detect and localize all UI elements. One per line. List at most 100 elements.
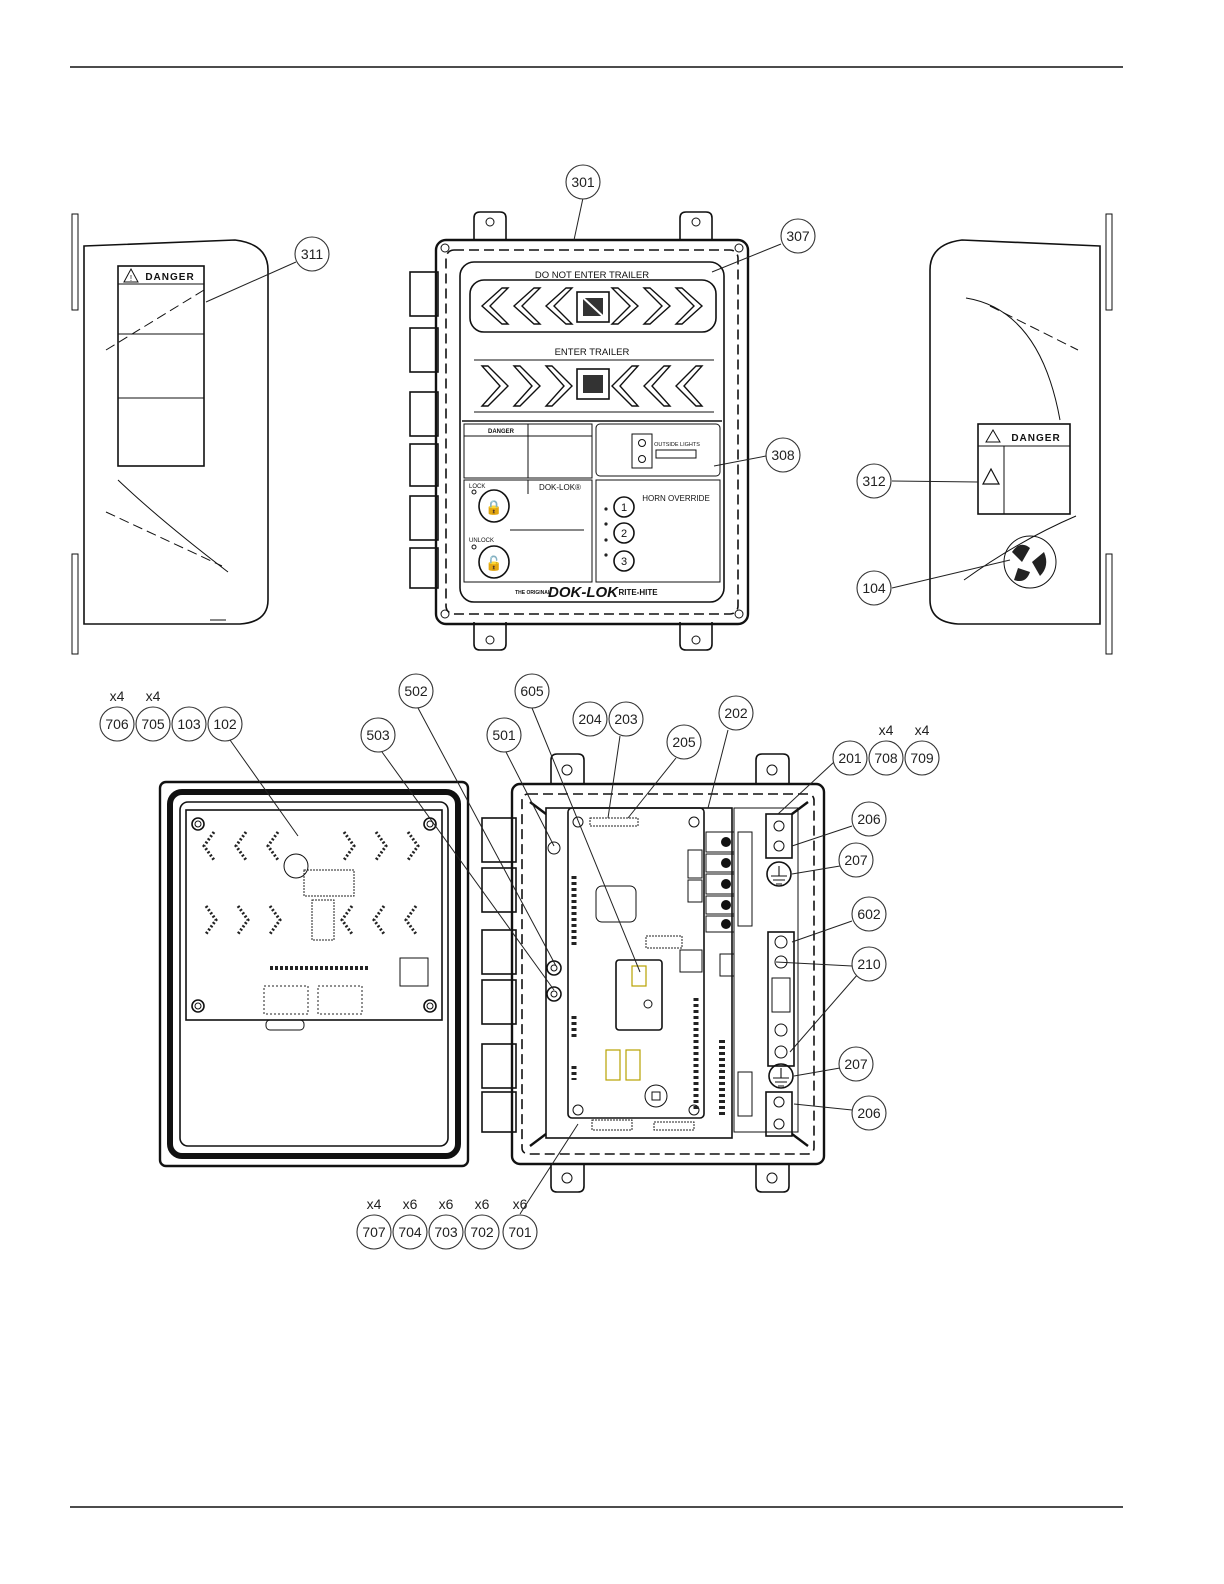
callout-701: 701: [502, 1214, 538, 1250]
svg-text:205: 205: [672, 734, 696, 750]
callout-503: 503: [360, 717, 396, 753]
svg-text:204: 204: [578, 711, 602, 727]
svg-text:701: 701: [508, 1224, 532, 1240]
right-danger-text: DANGER: [1011, 433, 1060, 444]
left-chevrons-icon: [480, 287, 704, 325]
svg-text:501: 501: [492, 727, 516, 743]
callout-702: 702: [464, 1214, 500, 1250]
qty-704: x6: [403, 1196, 418, 1212]
brand-prefix: THE ORIGINAL: [515, 590, 551, 596]
no-forklift-icon: [576, 291, 610, 323]
svg-text:1: 1: [621, 502, 627, 514]
qty-709: x4: [915, 722, 930, 738]
left-danger-label: [117, 265, 205, 467]
qty-702: x6: [475, 1196, 490, 1212]
svg-text:706: 706: [105, 716, 129, 732]
callout-104: 104: [856, 570, 892, 606]
qty-706: x4: [110, 688, 125, 704]
svg-text:308: 308: [771, 447, 795, 463]
svg-text:702: 702: [470, 1224, 494, 1240]
horn-3-button: [613, 550, 635, 572]
callout-709: 709: [904, 740, 940, 776]
callout-301: 301: [565, 164, 601, 200]
callout-602: 602: [851, 896, 887, 932]
outside-lights-label: OUTSIDE LIGHTS: [654, 442, 700, 448]
led-board-chevrons: [202, 831, 420, 935]
horn-speaker-icon: [1003, 535, 1057, 589]
qty-703: x6: [439, 1196, 454, 1212]
right-chevrons-icon: [480, 365, 704, 407]
qty-708: x4: [879, 722, 894, 738]
svg-text:3: 3: [621, 556, 627, 568]
svg-text:207: 207: [844, 852, 868, 868]
left-side-view: ! DANGER: [71, 213, 269, 655]
callout-501: 501: [486, 717, 522, 753]
callout-balloons: 301 307 311 308 312 104 706 705 103 102 …: [99, 164, 940, 1250]
svg-text:🔒: 🔒: [485, 499, 502, 516]
relay-terminals: [687, 831, 735, 1116]
svg-text:206: 206: [857, 811, 881, 827]
ground-terminal-icon: [768, 1063, 794, 1089]
qty-705: x4: [146, 688, 161, 704]
power-terminal-block-top: [765, 813, 793, 859]
callout-204: 204: [572, 701, 608, 737]
ground-terminal-icon: [766, 861, 792, 887]
svg-text:!: !: [130, 274, 132, 283]
svg-text:207: 207: [844, 1056, 868, 1072]
callout-210: 210: [851, 946, 887, 982]
right-side-view: DANGER: [929, 213, 1113, 655]
unlock-label: UNLOCK: [469, 538, 494, 544]
callout-207-bottom: 207: [838, 1046, 874, 1082]
svg-text:503: 503: [366, 727, 390, 743]
open-door-view: [158, 753, 826, 1193]
horn-2-button: [613, 522, 635, 544]
callout-206-top: 206: [851, 801, 887, 837]
callout-708: 708: [868, 740, 904, 776]
warning-triangle-icon: [982, 467, 1000, 485]
svg-text:602: 602: [857, 906, 881, 922]
callout-103: 103: [171, 706, 207, 742]
svg-text:605: 605: [520, 683, 544, 699]
callout-102: 102: [207, 706, 243, 742]
svg-text:709: 709: [910, 750, 934, 766]
warning-triangle-icon: [123, 267, 139, 283]
svg-text:2: 2: [621, 528, 627, 540]
warning-triangle-icon: [985, 429, 1001, 443]
horn-1-button: [613, 496, 635, 518]
svg-text:102: 102: [213, 716, 237, 732]
callout-706: 706: [99, 706, 135, 742]
callout-308: 308: [765, 437, 801, 473]
forklift-icon: [576, 368, 610, 400]
svg-text:301: 301: [571, 174, 595, 190]
svg-text:210: 210: [857, 956, 881, 972]
callout-705: 705: [135, 706, 171, 742]
svg-text:103: 103: [177, 716, 201, 732]
front-cover-view: DO NOT ENTER TRAILER ENTER TRAILER: [409, 211, 750, 651]
callout-703: 703: [428, 1214, 464, 1250]
small-danger-label: DANGER: [488, 429, 515, 435]
do-not-enter-label: DO NOT ENTER TRAILER: [535, 270, 649, 281]
callout-707: 707: [356, 1214, 392, 1250]
left-danger-text: DANGER: [145, 272, 194, 283]
svg-text:311: 311: [301, 246, 324, 262]
svg-text:312: 312: [862, 473, 886, 489]
callout-203: 203: [608, 701, 644, 737]
svg-text:705: 705: [141, 716, 165, 732]
lock-label: LOCK: [469, 484, 485, 490]
svg-text:206: 206: [857, 1105, 881, 1121]
callout-605: 605: [514, 673, 550, 709]
svg-text:704: 704: [398, 1224, 422, 1240]
callout-202: 202: [718, 695, 754, 731]
callout-205: 205: [666, 724, 702, 760]
horn-override-label: HORN OVERRIDE: [642, 494, 710, 503]
qty-707: x4: [367, 1196, 382, 1212]
callout-502: 502: [398, 673, 434, 709]
svg-text:707: 707: [362, 1224, 386, 1240]
right-danger-label: [977, 423, 1071, 515]
dok-lok-mark: DOK-LOK®: [539, 483, 581, 492]
rite-hite-logo: RITE-HITE: [618, 588, 658, 597]
unlock-button: [478, 545, 510, 579]
svg-text:703: 703: [434, 1224, 458, 1240]
svg-text:307: 307: [786, 228, 810, 244]
